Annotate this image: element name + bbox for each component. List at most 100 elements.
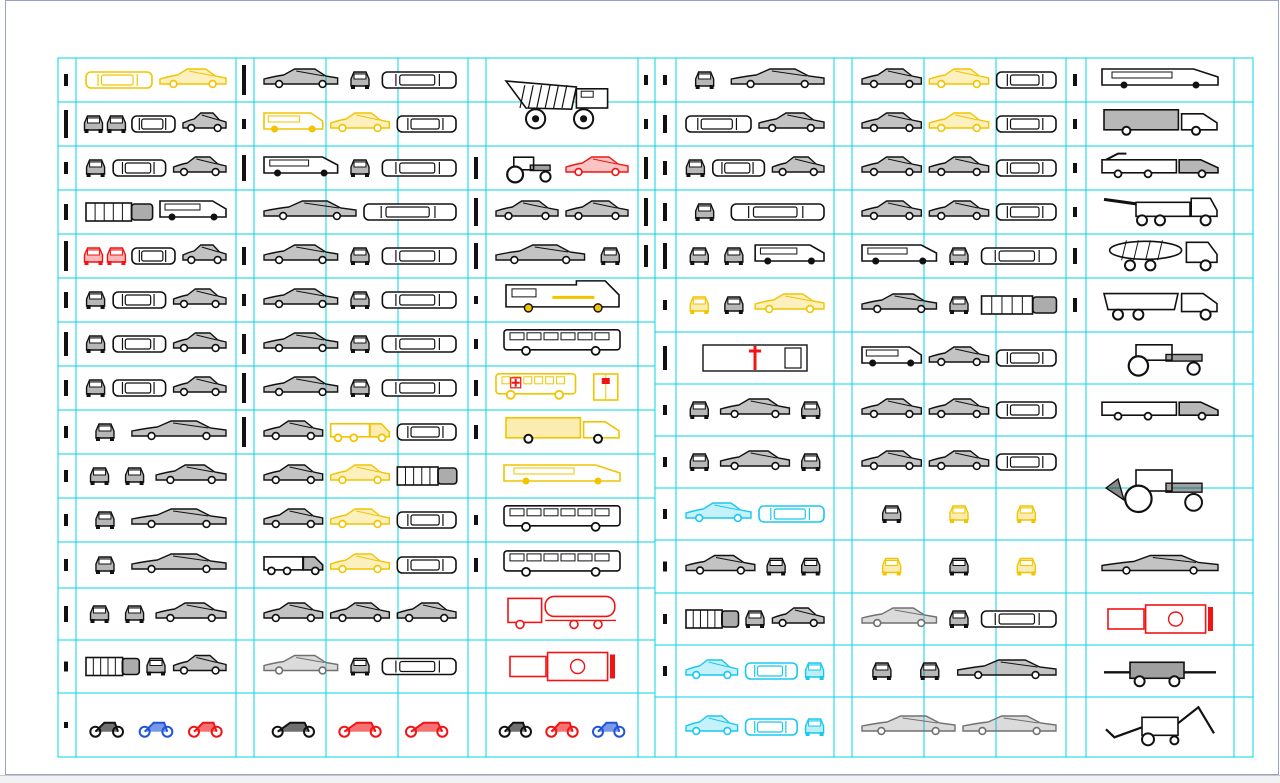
tag-mark [644, 157, 648, 179]
vehicle-cell[interactable] [1108, 240, 1218, 272]
truck-top-icon [396, 466, 458, 486]
vehicle-cell[interactable] [85, 288, 227, 309]
vehicle-cell[interactable] [1104, 469, 1203, 514]
vehicle-cell[interactable] [694, 203, 825, 221]
vehicle-cell[interactable] [263, 332, 457, 353]
vehicle-cell[interactable] [685, 156, 825, 177]
car-side-icon [263, 68, 339, 89]
vehicle-cell[interactable] [263, 288, 457, 309]
car-top-icon [396, 511, 457, 529]
car-side-icon [719, 398, 791, 419]
car-top-icon [712, 159, 766, 177]
vehicle-cell[interactable] [85, 654, 227, 677]
vehicle-cell[interactable] [85, 68, 227, 89]
vehicle-cell[interactable] [1103, 197, 1218, 227]
vehicle-cell[interactable] [271, 721, 449, 738]
vehicle-cell[interactable] [1101, 68, 1219, 89]
vehicle-cell[interactable] [861, 244, 1057, 265]
vehicle-cell[interactable] [85, 156, 227, 177]
vehicle-cell[interactable] [861, 68, 1057, 89]
vehicle-cell[interactable] [89, 602, 227, 623]
vehicle-cell[interactable] [263, 156, 457, 177]
vehicle-cell[interactable] [1107, 604, 1213, 634]
car-front-icon [872, 662, 892, 680]
car-front-icon [689, 296, 709, 314]
vehicle-cell[interactable] [861, 200, 1057, 221]
vehicle-cell[interactable] [263, 553, 457, 576]
vehicle-cell[interactable] [503, 464, 621, 485]
vehicle-cell[interactable] [95, 508, 227, 529]
vehicle-cell[interactable] [505, 416, 620, 444]
vehicle-cell[interactable] [861, 607, 1057, 628]
vehicle-cell[interactable] [861, 112, 1057, 133]
vehicle-cell[interactable] [685, 554, 821, 576]
vehicle-cell[interactable] [498, 721, 626, 738]
vehicle-cell[interactable] [1101, 401, 1219, 421]
vehicle-cell[interactable] [95, 420, 227, 441]
vehicle-cell[interactable] [263, 464, 458, 486]
car-side-icon [329, 602, 391, 623]
vehicle-cell[interactable] [505, 280, 620, 313]
vehicle-cell[interactable] [503, 504, 621, 532]
vehicle-cell[interactable] [89, 464, 227, 485]
vehicle-cell[interactable] [495, 200, 629, 221]
vehicle-cell[interactable] [503, 328, 621, 356]
vehicle-cell[interactable] [694, 68, 825, 89]
vehicle-cell[interactable] [263, 602, 457, 623]
vehicle-cell[interactable] [685, 607, 825, 629]
vehicle-cell[interactable] [263, 508, 457, 529]
vehicle-cell[interactable] [861, 450, 1057, 471]
vehicle-cell[interactable] [689, 450, 821, 471]
vehicle-cell[interactable] [85, 376, 227, 397]
vehicle-cell[interactable] [861, 156, 1057, 177]
vehicle-cell[interactable] [263, 112, 457, 133]
vehicle-cell[interactable] [685, 715, 825, 736]
vehicle-cell[interactable] [689, 244, 825, 265]
tag-mark [242, 155, 246, 181]
vehicle-cell[interactable] [685, 659, 825, 680]
vehicle-cell[interactable] [263, 68, 457, 89]
vehicle-cell[interactable] [263, 420, 457, 443]
vehicle-cell[interactable] [881, 505, 1037, 523]
vehicle-cell[interactable] [1127, 344, 1203, 377]
vehicle-cell[interactable] [685, 112, 825, 133]
vehicle-cell[interactable] [95, 553, 227, 574]
vehicle-cell[interactable] [263, 654, 457, 676]
bus-side-icon [503, 328, 621, 356]
vehicle-cell[interactable] [263, 200, 457, 221]
vehicle-cell[interactable] [504, 80, 609, 130]
vehicle-cell[interactable] [263, 244, 457, 265]
vehicle-cell[interactable] [509, 651, 615, 682]
vehicle-cell[interactable] [503, 550, 621, 577]
vehicle-cell[interactable] [263, 376, 457, 397]
vehicle-cell[interactable] [861, 715, 1057, 736]
vehicle-cell[interactable] [495, 372, 619, 401]
vehicle-cell[interactable] [1104, 661, 1216, 688]
tag-mark [663, 75, 667, 85]
vehicle-cell[interactable] [1101, 152, 1219, 179]
vehicle-cell[interactable] [872, 659, 1057, 680]
vehicle-cell[interactable] [702, 344, 808, 372]
vehicle-cell[interactable] [1105, 705, 1215, 747]
vehicle-cell[interactable] [506, 156, 629, 184]
vehicle-cell[interactable] [507, 595, 616, 630]
car-side-icon [263, 288, 339, 309]
vehicle-cell[interactable] [1102, 292, 1218, 321]
vehicle-cell[interactable] [495, 244, 620, 265]
vehicle-cell[interactable] [861, 398, 1057, 419]
vehicle-cell[interactable] [89, 721, 223, 738]
vehicle-cell[interactable] [861, 346, 1057, 367]
vehicle-cell[interactable] [85, 200, 227, 222]
vehicle-cell[interactable] [685, 502, 825, 523]
vehicle-cell[interactable] [83, 244, 227, 265]
vehicle-cell[interactable] [689, 398, 821, 419]
vehicle-cell[interactable] [1103, 108, 1218, 136]
vehicle-cell[interactable] [1101, 554, 1219, 575]
vehicle-cell[interactable] [85, 332, 227, 353]
vehicle-cell[interactable] [689, 293, 825, 314]
vehicle-cell[interactable] [881, 557, 1037, 576]
vehicle-cell[interactable] [861, 293, 1058, 315]
vehicle-cell[interactable] [83, 112, 227, 133]
car-side-icon [172, 376, 227, 397]
